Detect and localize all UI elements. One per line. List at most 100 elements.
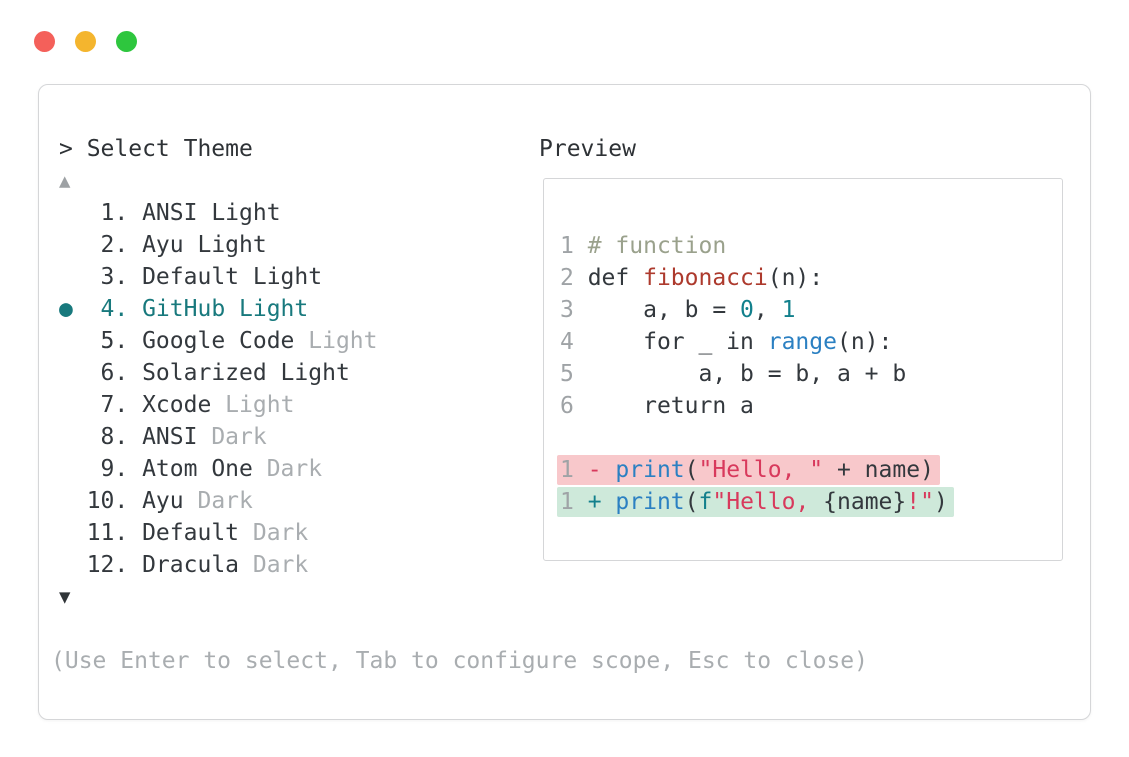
line-number: 1: [560, 457, 588, 483]
theme-item-github-light[interactable]: ● 4. GitHub Light: [59, 293, 868, 325]
theme-variant-suffix: Dark: [183, 488, 253, 514]
theme-number: 12.: [86, 552, 129, 578]
code-line-content: 4 for _ in range(n):: [560, 327, 892, 357]
token-ins: +: [587, 489, 616, 515]
token-plain: a, b = b, a + b: [587, 361, 907, 387]
theme-name: ANSI Light: [142, 200, 281, 226]
marker-blank: [59, 549, 87, 581]
theme-name: Google Code: [142, 328, 295, 354]
token-ins: f: [698, 489, 713, 515]
theme-item-solarized-light[interactable]: 6. Solarized Light: [59, 357, 868, 389]
token-plain: ): [933, 489, 948, 515]
token-str: !": [906, 489, 934, 515]
token-str: "Hello,: [712, 489, 824, 515]
token-plain: (n):: [836, 329, 893, 355]
code-line: 2 def fibonacci(n):: [560, 262, 1062, 294]
help-text: (Use Enter to select, Tab to configure s…: [51, 648, 868, 674]
code-line: 4 for _ in range(n):: [560, 326, 1062, 358]
selected-bullet-icon: ●: [59, 296, 73, 322]
theme-item-default-light[interactable]: 3.Default Light: [59, 261, 868, 293]
token-plain: def: [587, 265, 644, 291]
prompt-caret-icon: >: [59, 136, 73, 162]
theme-name: Default Light: [142, 264, 323, 290]
token-str: "Hello, ": [698, 457, 824, 483]
marker-blank: [59, 453, 87, 485]
scroll-down-indicator[interactable]: ▼: [59, 581, 868, 613]
token-plain: for _ in: [587, 329, 768, 355]
dialog-title: Select Theme: [86, 136, 253, 162]
code-line-content: 5 a, b = b, a + b: [560, 359, 906, 389]
token-plain: {name}: [823, 489, 907, 515]
theme-item-dracula-dark[interactable]: 12. Dracula Dark: [59, 549, 868, 581]
theme-number: 6.: [100, 360, 129, 386]
theme-number: 5.: [100, 328, 129, 354]
theme-variant-suffix: Light: [211, 392, 295, 418]
theme-variant-suffix: Light: [294, 328, 378, 354]
marker-blank: [59, 229, 87, 261]
token-plain: + name): [823, 457, 934, 483]
window-controls: [34, 31, 137, 52]
theme-name: GitHub Light: [142, 296, 309, 322]
theme-name: Atom One: [142, 456, 253, 482]
code-line-diff-added: 1 + print(f"Hello, {name}!"): [557, 486, 1062, 518]
theme-item-ansi-light[interactable]: 1. ANSI Light: [59, 197, 868, 229]
theme-item-xcode-light[interactable]: 7. Xcode Light: [59, 389, 868, 421]
line-number: 2: [560, 265, 588, 291]
line-number: 6: [560, 393, 588, 419]
spacer-row: [59, 613, 868, 645]
theme-number: 8.: [100, 424, 129, 450]
marker-blank: [59, 517, 87, 549]
token-num: 0: [740, 297, 754, 323]
window-zoom-button[interactable]: [116, 31, 137, 52]
code-line: 6 return a: [560, 390, 1062, 422]
theme-name: Xcode: [142, 392, 212, 418]
marker-blank: [59, 421, 87, 453]
theme-variant-suffix: Dark: [239, 552, 309, 578]
theme-name: Solarized Light: [142, 360, 350, 386]
line-number: 4: [560, 329, 588, 355]
code-line-content: 3 a, b = 0, 1: [560, 295, 795, 325]
code-line-content: 1 - print("Hello, " + name): [557, 455, 940, 485]
marker-blank: [59, 357, 87, 389]
theme-item-ansi-dark[interactable]: 8.ANSI Dark: [59, 421, 868, 453]
theme-number: 1.: [100, 200, 129, 226]
window-minimize-button[interactable]: [75, 31, 96, 52]
theme-number: 10.: [86, 488, 129, 514]
marker-blank: [59, 389, 87, 421]
code-line: [560, 422, 1062, 454]
theme-picker-dialog: > Select Theme ▲ 1. ANSI Light 2.Ayu Light…: [38, 84, 1091, 720]
token-del: -: [587, 457, 616, 483]
line-number: 1: [560, 489, 588, 515]
theme-variant-suffix: Dark: [252, 456, 323, 482]
line-number: 1: [560, 233, 588, 259]
theme-item-ayu-dark[interactable]: 10.Ayu Dark: [59, 485, 868, 517]
token-num: 1: [781, 297, 796, 323]
theme-item-google-code-light[interactable]: 5. Google Code Light: [59, 325, 868, 357]
scroll-up-indicator[interactable]: ▲: [59, 165, 868, 197]
code-line-content: 1 + print(f"Hello, {name}!"): [557, 487, 954, 517]
token-call: print: [615, 457, 685, 483]
token-plain: (n):: [767, 265, 824, 291]
theme-item-atom-one-dark[interactable]: 9.Atom One Dark: [59, 453, 868, 485]
preview-label: Preview: [539, 136, 636, 162]
theme-number: 7.: [100, 392, 129, 418]
theme-item-default-dark[interactable]: 11.Default Dark: [59, 517, 868, 549]
code-line-content: 1 # function: [560, 231, 726, 261]
dialog-title-row: > Select Theme: [59, 133, 868, 165]
theme-name: Dracula: [142, 552, 240, 578]
token-call: print: [615, 489, 685, 515]
window-close-button[interactable]: [34, 31, 55, 52]
theme-list-column: > Select Theme ▲ 1. ANSI Light 2.Ayu Light…: [51, 133, 868, 677]
code-line-content: 6 return a: [560, 391, 754, 421]
marker-blank: [59, 261, 87, 293]
theme-number: 4.: [100, 296, 129, 322]
theme-name: Default: [142, 520, 240, 546]
marker-blank: [59, 485, 87, 517]
theme-number: 11.: [86, 520, 129, 546]
theme-item-ayu-light[interactable]: 2.Ayu Light: [59, 229, 868, 261]
code-line: 3 a, b = 0, 1: [560, 294, 1062, 326]
code-line: 5 a, b = b, a + b: [560, 358, 1062, 390]
code-line-content: 2 def fibonacci(n):: [560, 263, 823, 293]
marker-blank: [59, 197, 87, 229]
